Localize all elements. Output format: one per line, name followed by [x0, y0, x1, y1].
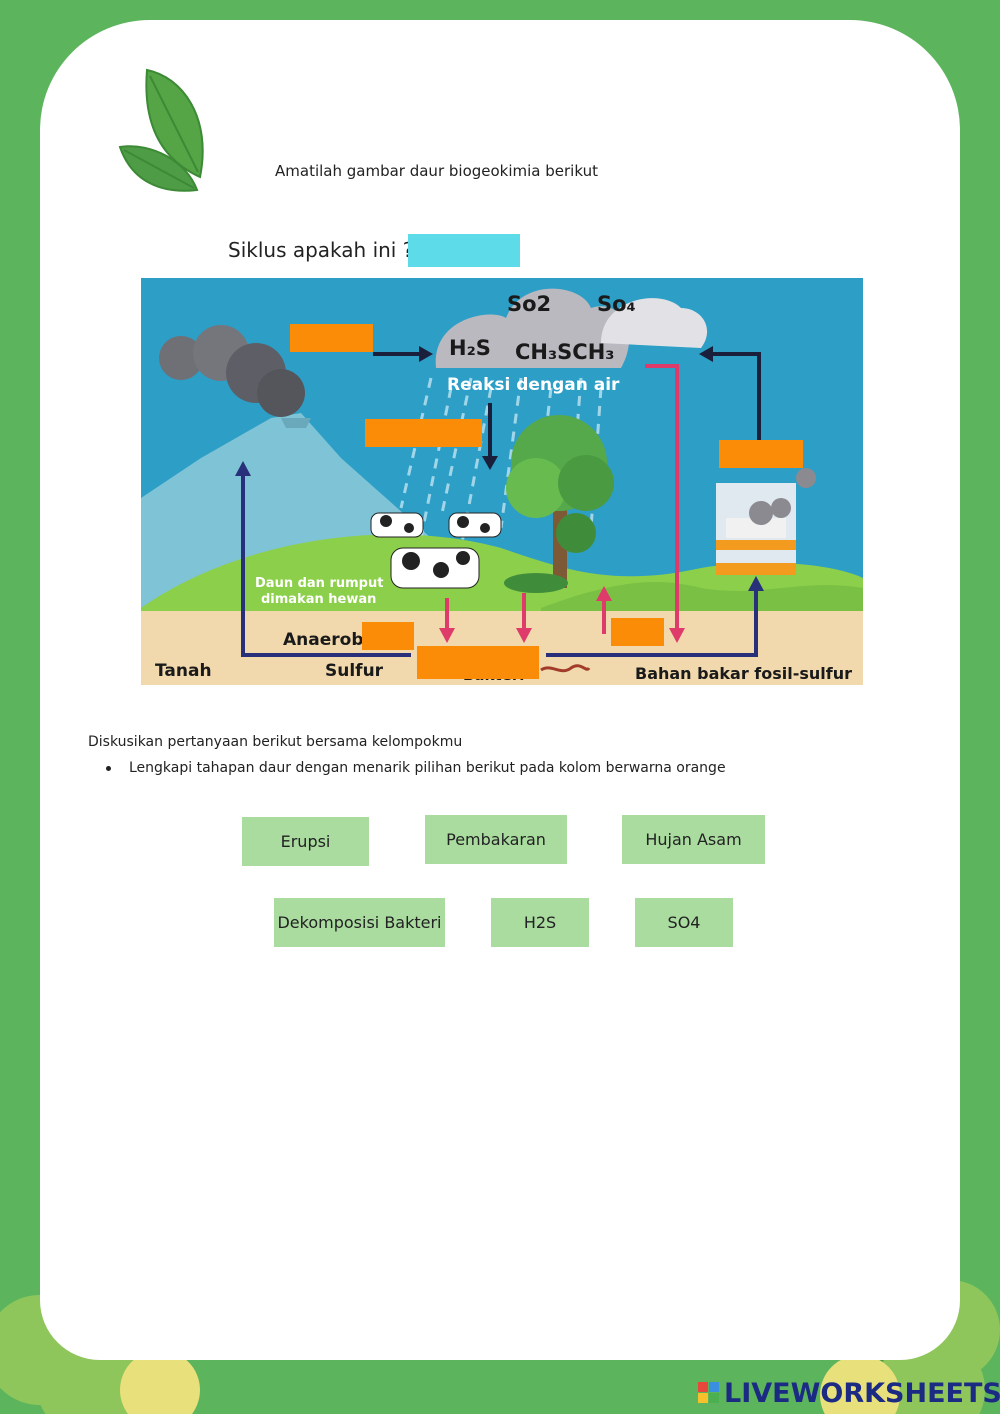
choice-h2s[interactable]: H2S	[491, 898, 589, 947]
label-grass: Daun dan rumput	[255, 576, 384, 591]
discussion-text: Diskusikan pertanyaan berikut bersama ke…	[88, 734, 463, 750]
label-h2s: H₂S	[449, 336, 491, 360]
label-sulfur: Sulfur	[325, 661, 384, 681]
leaf-icon	[118, 68, 204, 192]
branding-text: LIVEWORKSHEETS	[724, 1378, 1000, 1409]
drop-slot-hujan[interactable]	[365, 419, 482, 447]
bullet-dot	[106, 765, 111, 771]
bullet-instruction: Lengkapi tahapan daur dengan menarik pil…	[106, 760, 726, 776]
drop-slot-erupsi[interactable]	[290, 324, 373, 352]
choice-hujan-asam[interactable]: Hujan Asam	[622, 815, 765, 864]
drop-slot-bakteri[interactable]	[417, 646, 539, 679]
choice-pembakaran[interactable]: Pembakaran	[425, 815, 567, 864]
label-reaction: Reaksi dengan air	[447, 375, 620, 395]
drop-slot-h2s[interactable]	[611, 618, 664, 646]
label-anaerob: Anaerob	[283, 630, 364, 650]
drop-slot-pembakaran[interactable]	[719, 440, 803, 468]
label-grass-2: dimakan hewan	[261, 592, 377, 607]
label-ch3sch3: CH₃SCH₃	[515, 340, 615, 364]
label-so2: So2	[507, 292, 552, 316]
diagram-illustration	[141, 278, 863, 685]
choice-erupsi[interactable]: Erupsi	[242, 817, 369, 866]
worksheet-card	[40, 20, 960, 1360]
label-tanah: Tanah	[155, 661, 212, 681]
question-label: Siklus apakah ini ?	[228, 238, 414, 262]
label-so4: So₄	[597, 292, 636, 316]
instruction-text: Amatilah gambar daur biogeokimia berikut	[275, 162, 598, 180]
liveworksheets-logo-icon	[698, 1382, 720, 1404]
answer-input-box[interactable]	[408, 234, 520, 267]
label-fossil: Bahan bakar fosil-sulfur	[635, 664, 853, 683]
choice-dekomposisi-bakteri[interactable]: Dekomposisi Bakteri	[274, 898, 445, 947]
sulfur-cycle-diagram: So2 So₄ H₂S CH₃SCH₃ Reaksi dengan air Da…	[141, 278, 863, 685]
drop-slot-anaerob[interactable]	[362, 622, 414, 650]
choice-so4[interactable]: SO4	[635, 898, 733, 947]
bullet-text: Lengkapi tahapan daur dengan menarik pil…	[129, 760, 726, 776]
